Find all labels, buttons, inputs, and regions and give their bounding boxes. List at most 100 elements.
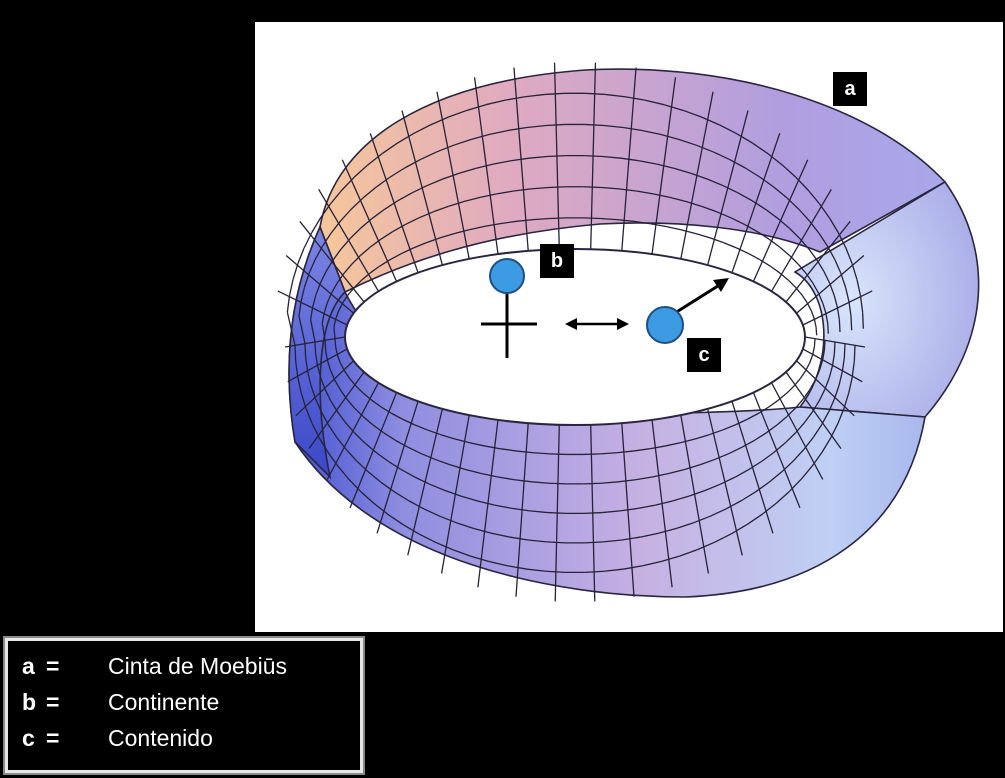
mesh-line [350,197,364,210]
mesh-line [744,223,758,233]
mesh-line [827,246,836,261]
mesh-line [387,460,402,470]
mesh-line [693,515,711,524]
mesh-line [384,200,399,210]
mesh-line [295,361,299,378]
mesh-line [546,541,566,544]
double-arrow-left-head [565,318,577,330]
mesh-line [314,353,319,366]
mesh-line [336,411,346,423]
mesh-line [731,523,748,535]
mesh-line [620,507,638,512]
mesh-line [460,495,478,502]
mesh-line [812,346,816,355]
mesh-line [678,138,697,146]
mesh-line [779,246,791,257]
mesh-line [303,232,313,249]
mesh-line [792,448,805,462]
mesh-line [722,185,739,194]
mesh-line [381,142,398,155]
mesh-line [323,302,328,314]
mesh-line [811,400,820,413]
mesh-line [672,495,690,502]
legend-key: a [22,653,35,679]
mesh-line [513,188,532,192]
mesh-line [332,248,342,261]
mesh-line [355,385,364,394]
mesh-line [770,265,781,274]
band-back-wall [319,68,947,294]
mesh-line [338,302,344,312]
mesh-line [405,217,420,226]
mesh-line [821,350,826,361]
mesh-line [507,126,528,132]
mesh-line [861,312,864,329]
mesh-line [326,292,333,304]
mesh-line [448,200,465,207]
mesh-line [288,279,294,297]
mesh-line [665,225,682,231]
mesh-line [393,491,410,502]
mesh-line [319,203,332,219]
mesh-line [641,129,661,136]
mesh-line [329,369,336,381]
mesh-line [324,340,327,351]
mesh-line [465,468,482,475]
mesh-line [768,238,781,248]
mesh-line [851,263,858,280]
mesh-line [547,154,566,158]
mesh-line [414,424,428,431]
mesh-line [799,370,807,379]
mesh-line [837,407,845,424]
mesh-line [429,483,446,492]
legend-key: b [22,689,37,715]
mesh-line [747,513,763,525]
mesh-line [497,476,515,481]
band-twist-side [288,224,346,480]
mesh-line [297,376,302,393]
mesh-line [477,500,495,506]
mesh-line [776,415,788,426]
label-b: b [540,244,574,278]
mesh-line [649,445,666,450]
mesh-line [585,92,606,96]
mesh-line [361,272,371,281]
mesh-line [853,345,856,362]
mesh-line [318,437,329,453]
legend-item-a: a=Cinta de Moebiūs [22,651,287,681]
mesh-line [838,319,841,333]
mesh-line [375,451,389,462]
mesh-line [836,307,840,320]
mesh-line [371,399,382,408]
mesh-line [850,315,853,331]
mesh-line [544,92,565,96]
mesh-line [439,515,457,524]
mesh-line [321,233,332,247]
mesh-line [330,220,341,235]
mesh-line [655,500,673,506]
mesh-line [524,93,545,98]
mesh-line [829,217,839,234]
mesh-line [339,208,352,222]
mesh-line [436,144,454,153]
mesh-line [605,93,626,98]
mesh-line [818,233,829,247]
mesh-line [454,229,470,235]
mesh-line [390,412,403,420]
mesh-line [801,294,808,304]
mesh-line [434,458,451,466]
mesh-line [583,482,602,485]
mesh-line [500,448,518,452]
mesh-line [684,464,701,471]
mesh-line [343,370,351,379]
mesh-line [736,247,750,255]
mesh-line [469,555,489,563]
mesh-line [311,295,317,308]
mesh-line [752,142,769,155]
mesh-line [811,451,823,467]
mesh-line [696,144,714,153]
mesh-line [380,481,395,493]
mesh-line [768,399,779,408]
mesh-line [324,388,332,401]
mesh-line [306,371,312,386]
